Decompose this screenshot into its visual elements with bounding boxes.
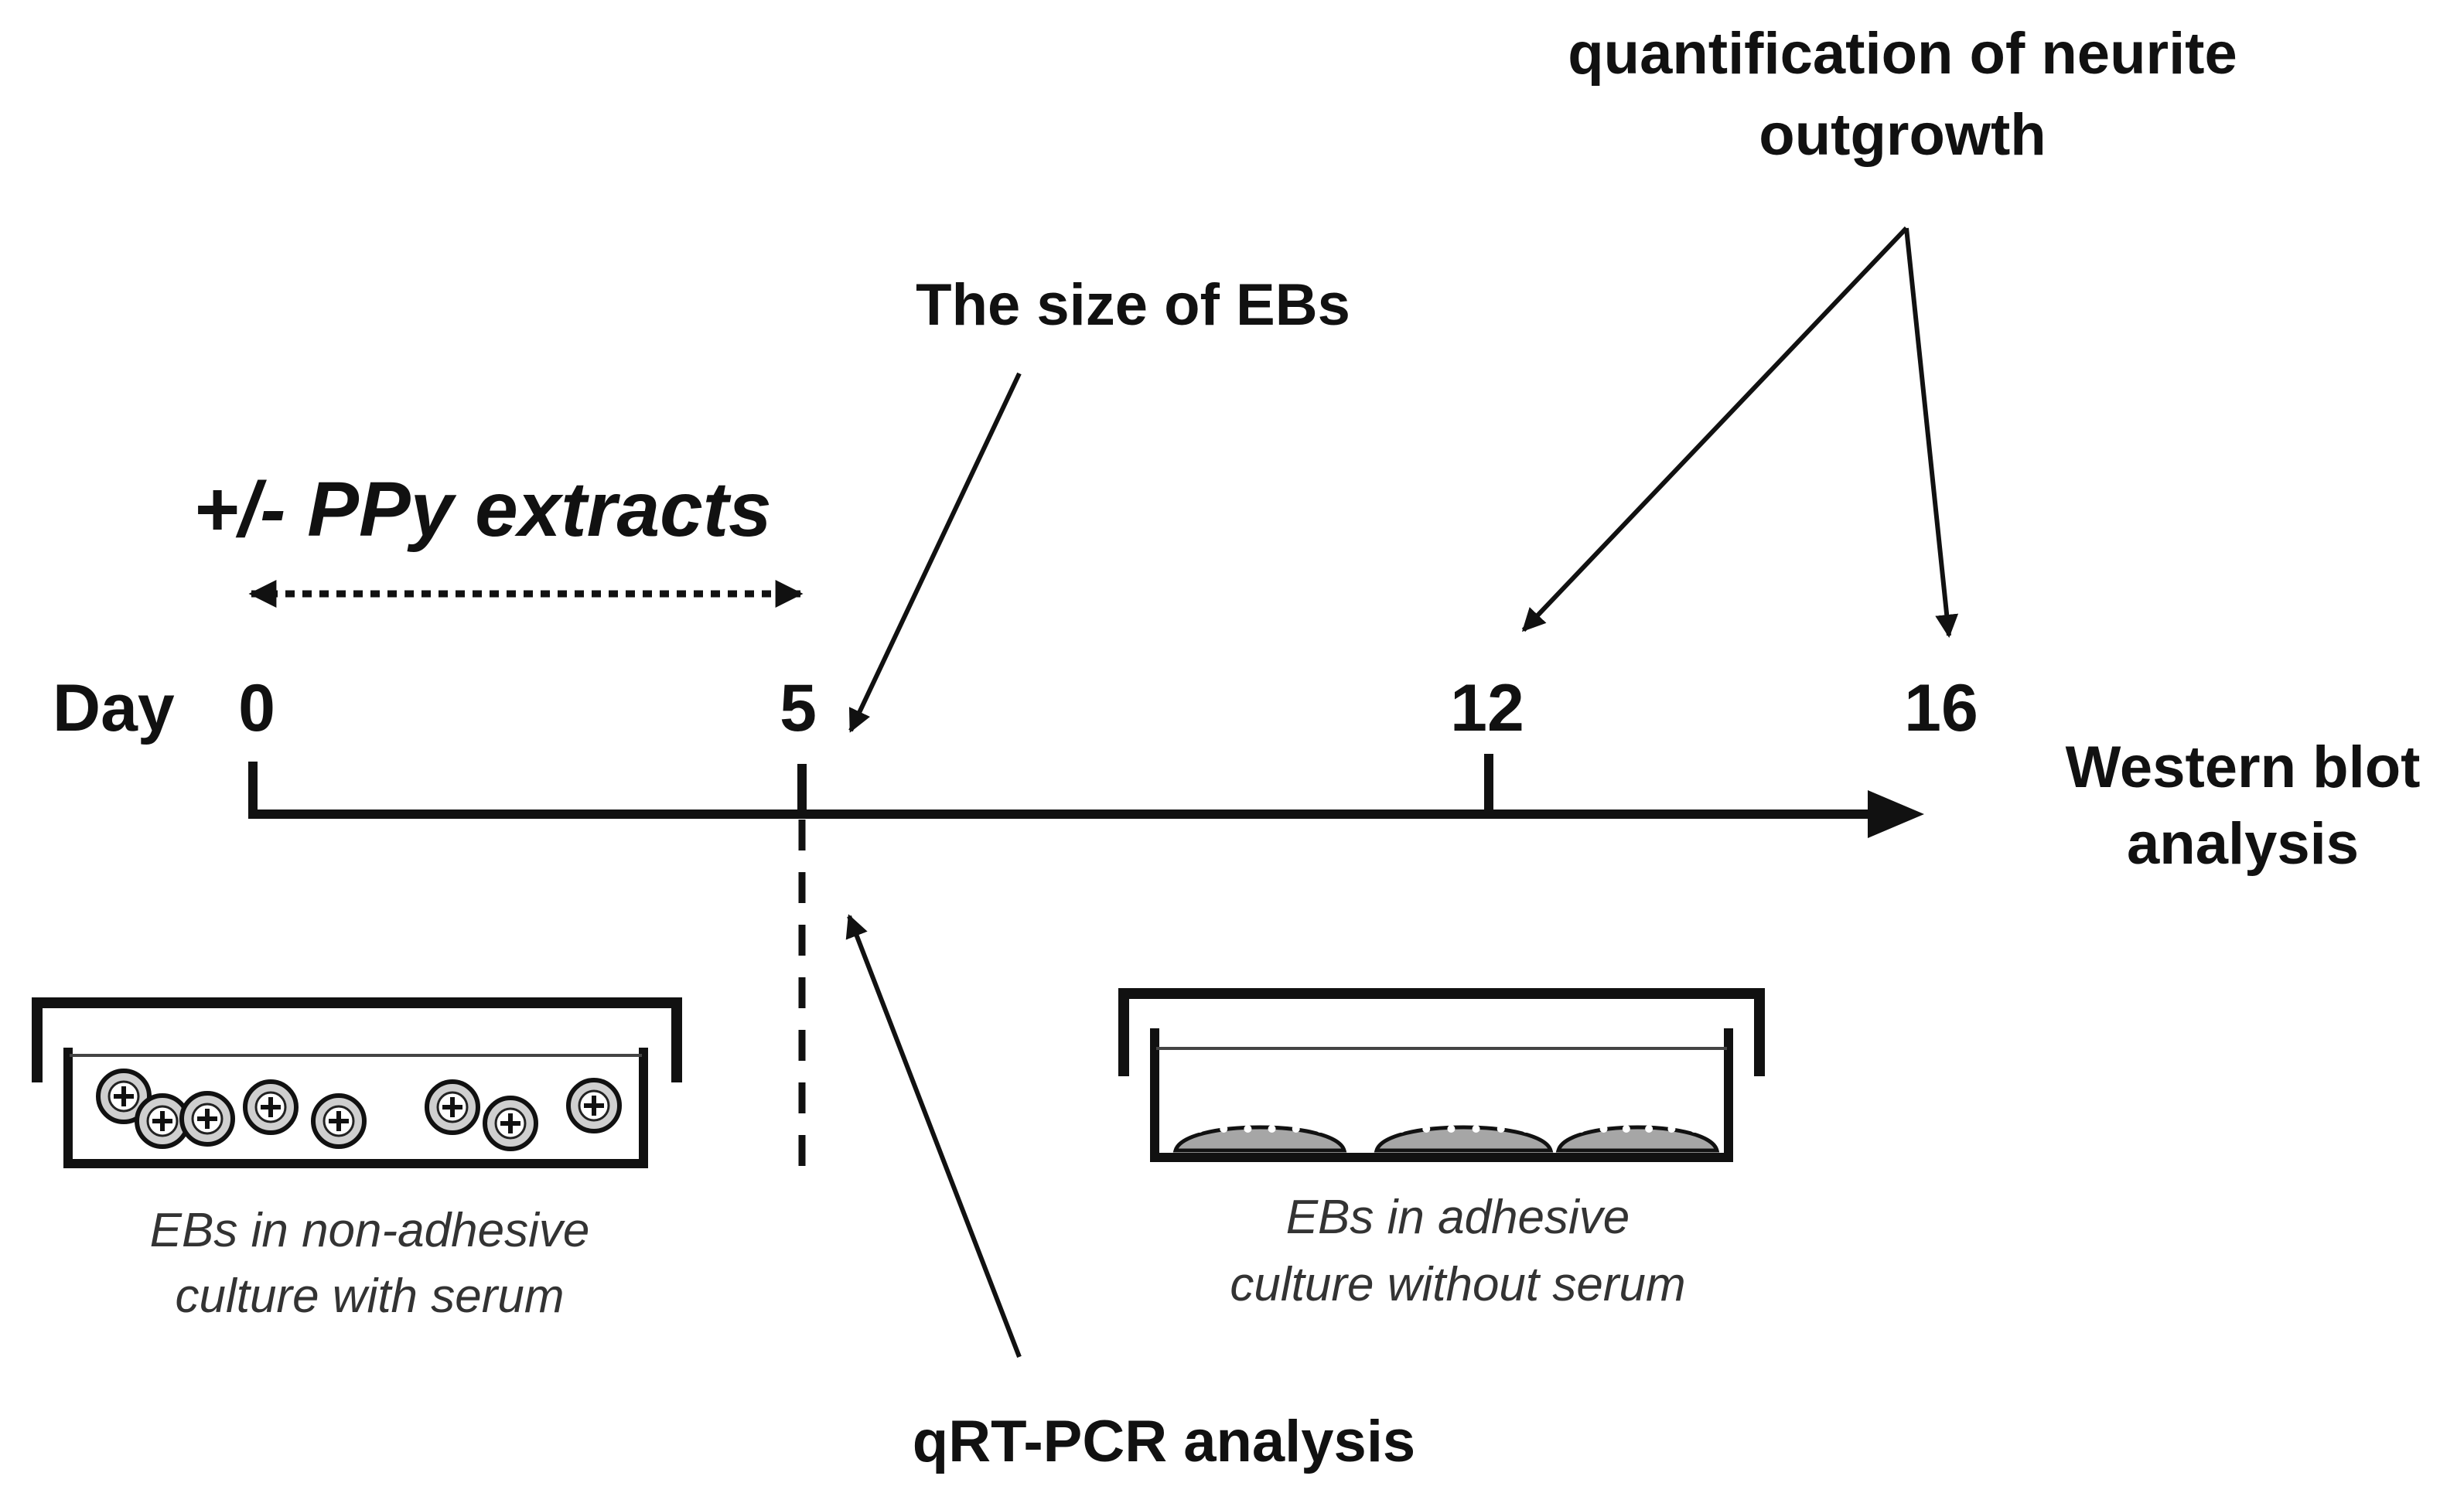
western-blot-label-line1: Western blot [2066,735,2421,800]
tick-label-day-16: 16 [1904,671,1978,745]
embryoid-body-icon [179,1091,235,1147]
embryoid-body-icon [566,1078,622,1133]
eb-size-label: The size of EBs [916,272,1350,338]
embryoid-body-icon [483,1096,538,1151]
neurite-arrow-day16 [1904,227,1959,638]
attached-embryoid-body-icon [1172,1125,1347,1153]
non-adhesive-caption-line2: culture with serum [175,1270,564,1323]
day-label: Day [53,671,175,745]
tick-label-day-5: 5 [780,671,817,745]
ppy-extracts-label: +/- PPy extracts [193,466,772,553]
embryoid-body-icon [96,1069,152,1124]
tick-label-day-12: 12 [1450,671,1524,745]
attached-embryoid-body-icon [1374,1125,1554,1153]
embryoid-bodies-group [96,1069,622,1151]
adhesive-culture-dish-icon [1118,988,1765,1162]
embryoid-body-icon [425,1079,480,1135]
adhesive-caption-line2: culture without serum [1230,1258,1685,1311]
adhesive-caption-line1: EBs in adhesive [1286,1191,1630,1244]
qrt-pcr-arrow [845,914,1022,1358]
timeline-axis [248,754,1924,838]
neurite-label-line2: outgrowth [1759,102,2046,168]
tick-label-day-0: 0 [238,671,275,745]
neurite-label-line1: quantification of neurite [1568,21,2237,87]
qrt-pcr-label: qRT-PCR analysis [913,1409,1415,1474]
non-adhesive-caption-line1: EBs in non-adhesive [150,1204,590,1257]
non-adhesive-culture-dish-icon [32,997,682,1168]
embryoid-body-icon [311,1093,367,1149]
embryoid-body-icon [243,1079,299,1135]
eb-size-arrow [848,372,1022,733]
attached-embryoid-body-icon [1555,1125,1720,1153]
attached-embryoid-bodies-group [1172,1125,1720,1153]
neurite-arrow-day12 [1521,226,1909,632]
western-blot-label-line2: analysis [2127,811,2359,877]
